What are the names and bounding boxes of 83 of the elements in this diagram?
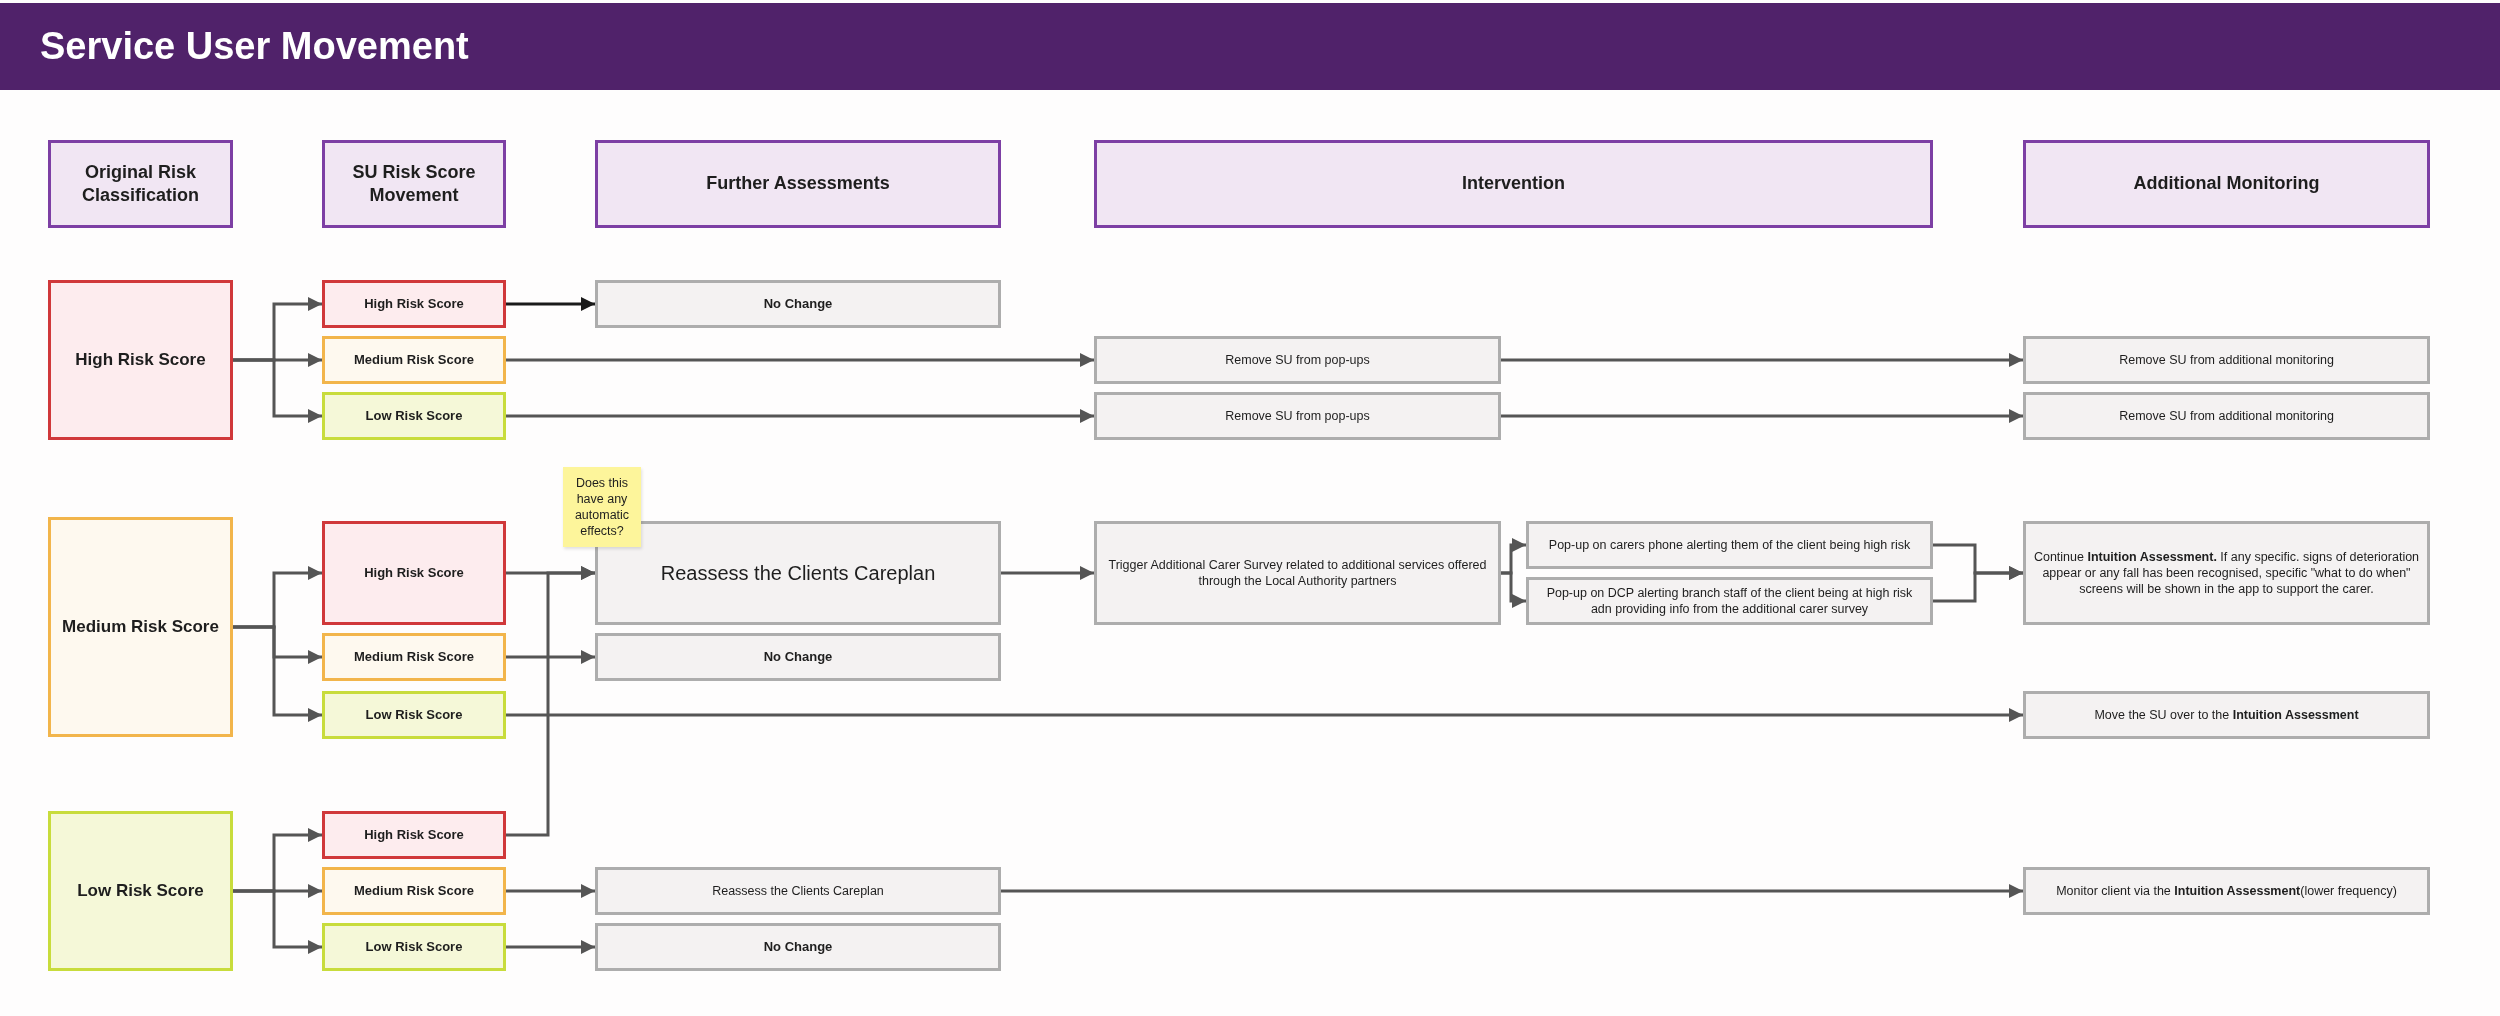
box-text: Continue Intuition Assessment. If any specific. signs of deterioration appear or any fall has been recognised, specific "what to do when" screens will be shown in the app to support the carer. bbox=[2032, 548, 2421, 598]
box-text: Move the SU over to the Intuition Assessment bbox=[2094, 706, 2359, 724]
action-box bbox=[595, 923, 1001, 971]
medium-risk-box bbox=[48, 517, 233, 737]
header-text: Original Risk Classification bbox=[80, 160, 200, 207]
column-header-box bbox=[2023, 140, 2430, 228]
box-text: Medium Risk Score bbox=[354, 882, 474, 900]
action-box bbox=[1094, 392, 1501, 440]
box-text: Medium Risk Score bbox=[62, 615, 219, 638]
column-header-box bbox=[1094, 140, 1933, 228]
action-box bbox=[595, 633, 1001, 681]
high-risk-box bbox=[322, 811, 506, 859]
medium-risk-box bbox=[322, 633, 506, 681]
arrow bbox=[233, 625, 322, 722]
arrow bbox=[233, 889, 322, 954]
arrow bbox=[506, 297, 595, 311]
box-text: Pop-up on DCP alerting branch staff of the client being at high risk adn providing info from the additional carer survey bbox=[1545, 584, 1914, 618]
action-box bbox=[2023, 392, 2430, 440]
box-text: Pop-up on carers phone alerting them of the client being high risk bbox=[1548, 536, 1911, 554]
column-header-box bbox=[322, 140, 506, 228]
box-text: No Change bbox=[763, 938, 833, 956]
low-risk-box bbox=[48, 811, 233, 971]
low-risk-box bbox=[322, 923, 506, 971]
action-box bbox=[1526, 577, 1933, 625]
box-text: High Risk Score bbox=[364, 826, 464, 844]
arrow bbox=[506, 353, 1094, 367]
action-box bbox=[2023, 521, 2430, 625]
diagram-title: Service User Movement bbox=[40, 25, 469, 68]
arrow bbox=[506, 708, 2023, 722]
box-text: Medium Risk Score bbox=[354, 351, 474, 369]
box-text: Low Risk Score bbox=[365, 407, 463, 425]
action-box bbox=[595, 867, 1001, 915]
arrow bbox=[1501, 571, 1526, 608]
box-text: No Change bbox=[763, 648, 833, 666]
box-text: Reassess the Clients Careplan bbox=[660, 561, 936, 586]
action-box bbox=[2023, 691, 2430, 739]
arrow bbox=[1501, 409, 2023, 423]
action-box bbox=[595, 280, 1001, 328]
header-text: SU Risk Score Movement bbox=[351, 160, 477, 207]
box-text: Monitor client via the Intuition Assessment(lower frequency) bbox=[2056, 882, 2397, 900]
action-box bbox=[1526, 521, 1933, 569]
arrow bbox=[1001, 566, 1094, 580]
action-box bbox=[2023, 336, 2430, 384]
column-header-box bbox=[595, 140, 1001, 228]
box-text: Low Risk Score bbox=[365, 938, 463, 956]
column-header-box bbox=[48, 140, 233, 228]
arrow bbox=[1501, 353, 2023, 367]
box-text: Remove SU from additional monitoring bbox=[2119, 351, 2334, 369]
box-text: Medium Risk Score bbox=[354, 648, 474, 666]
sticky-note bbox=[563, 467, 641, 547]
box-text: High Risk Score bbox=[75, 348, 206, 371]
arrow bbox=[1933, 566, 2023, 603]
box-text: Remove SU from additional monitoring bbox=[2119, 407, 2334, 425]
box-text: Remove SU from pop-ups bbox=[1225, 351, 1370, 369]
box-text: No Change bbox=[763, 295, 833, 313]
action-box bbox=[1094, 521, 1501, 625]
arrow bbox=[506, 409, 1094, 423]
action-box bbox=[1094, 336, 1501, 384]
box-text: Low Risk Score bbox=[77, 879, 204, 902]
low-risk-box bbox=[322, 691, 506, 739]
high-risk-box bbox=[322, 521, 506, 625]
box-text: Remove SU from pop-ups bbox=[1225, 407, 1370, 425]
arrow bbox=[506, 940, 595, 954]
header-text: Intervention bbox=[1462, 172, 1565, 196]
box-text: High Risk Score bbox=[364, 295, 464, 313]
medium-risk-box bbox=[322, 867, 506, 915]
arrow bbox=[506, 650, 595, 664]
arrow bbox=[506, 884, 595, 898]
arrow bbox=[233, 358, 322, 423]
arrow bbox=[506, 566, 595, 837]
high-risk-box bbox=[322, 280, 506, 328]
box-text: Reassess the Clients Careplan bbox=[712, 882, 884, 900]
medium-risk-box bbox=[322, 336, 506, 384]
action-box bbox=[2023, 867, 2430, 915]
box-text: Trigger Additional Carer Survey related to additional services offered through the Local Authority partners bbox=[1107, 556, 1488, 590]
high-risk-box bbox=[48, 280, 233, 440]
box-text: Low Risk Score bbox=[365, 706, 463, 724]
box-text: High Risk Score bbox=[364, 564, 464, 582]
note-text: Does this have any automatic effects? bbox=[573, 474, 631, 540]
low-risk-box bbox=[322, 392, 506, 440]
header-text: Additional Monitoring bbox=[2133, 172, 2320, 196]
header-text: Further Assessments bbox=[706, 172, 890, 196]
arrow bbox=[1001, 884, 2023, 898]
